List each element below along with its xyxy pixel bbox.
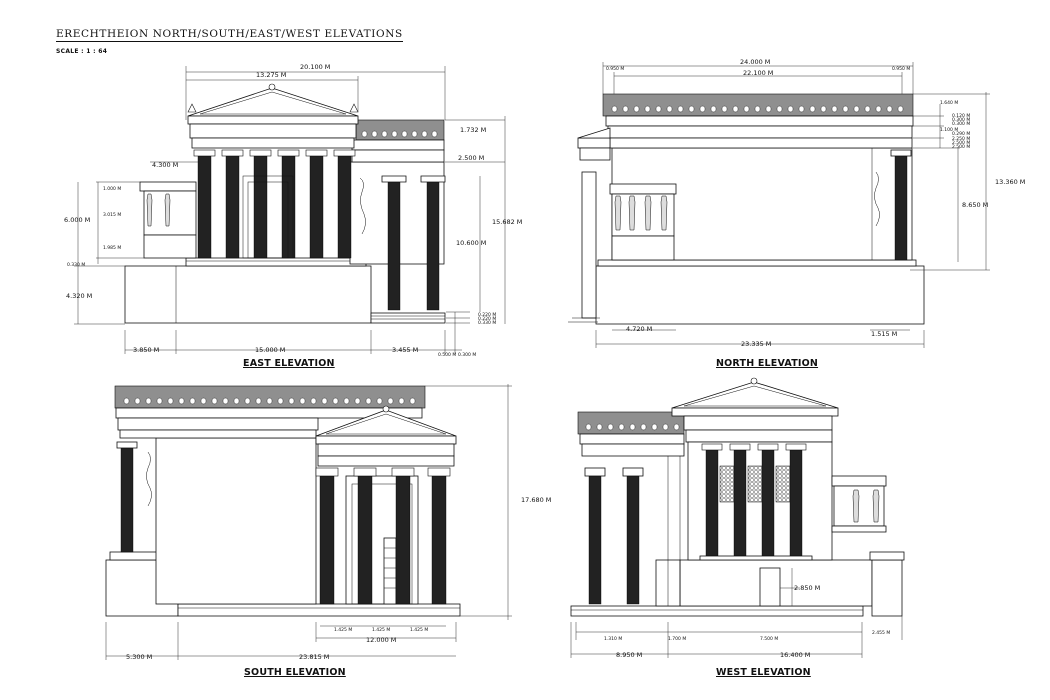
west-elevation: 2.850 M 1.310 M 1.700 M 7.500 M 2.455 M … [570,377,905,659]
sheet-header: ERECHTHEION NORTH/SOUTH/EAST/WEST ELEVAT… [56,22,403,55]
north-elevation: 24.000 M 22.100 M 0.950 M 0.950 M 1.640 … [568,58,1025,348]
east-elevation-label: EAST ELEVATION [243,358,335,369]
west-dim-2850: 2.850 M [794,584,820,592]
east-dim-1732: 1.732 M [460,126,486,134]
south-dim-5300: 5.300 M [126,653,152,661]
north-dim-left-small: 0.950 M [606,66,624,72]
east-caryatid-porch [143,190,197,236]
west-columns [705,449,803,557]
east-stylobate [185,257,367,267]
east-dim-portico: 13.275 M [256,71,286,79]
west-dim-7500: 7.500 M [760,636,778,642]
south-dim-12000: 12.000 M [366,636,396,644]
north-dim-13360: 13.360 M [995,178,1025,186]
east-dim-total: 20.100 M [300,63,330,71]
south-dim-1425c: 1.425 M [410,627,428,633]
west-side-roof [577,411,685,435]
east-dim-1000: 1.000 M [103,186,121,192]
south-elevation: 17.680 M 1.425 M 1.425 M 1.425 M 12.000 … [105,384,551,661]
north-dim-2500b: 2.500 M [952,144,970,150]
north-dim-0120: 0.120 M [952,113,970,119]
east-dim-3015: 3.015 M [103,212,121,218]
north-dim-8650: 8.650 M [962,201,988,209]
west-dim-8950: 8.950 M [616,651,642,659]
north-dim-4720: 4.720 M [626,325,652,333]
east-dim-0330s: 0.330 M [478,320,496,326]
north-dim-2250: 2.250 M [952,136,970,142]
east-dim-0220b: 0.220 M [478,316,496,322]
east-dim-0330: 0.330 M [67,262,85,268]
east-dim-10600: 10.600 M [456,239,486,247]
west-dim-1310: 1.310 M [604,636,622,642]
east-dim-3455: 3.455 M [392,346,418,354]
south-dim-23815: 23.815 M [299,653,329,661]
north-base [595,265,925,325]
east-base [124,265,372,324]
west-door [759,567,781,607]
east-dim-4320: 4.320 M [66,292,92,300]
west-elevation-label: WEST ELEVATION [716,667,811,678]
south-base [177,603,461,617]
east-dim-15682: 15.682 M [492,218,522,226]
west-dim-2455: 2.455 M [872,630,890,636]
east-dim-0300: 0.300 M [458,352,476,358]
east-dim-0500: 0.500 M [438,352,456,358]
sheet-title: ERECHTHEION NORTH/SOUTH/EAST/WEST ELEVAT… [56,28,403,42]
north-dim-0300b: 0.300 M [952,121,970,127]
north-dim-0300a: 0.300 M [952,117,970,123]
east-caryatid-podium [143,234,197,259]
west-pediment [671,381,839,409]
north-dim-right-small: 0.950 M [892,66,910,72]
east-dim-3850: 3.850 M [133,346,159,354]
south-dim-1425b: 1.425 M [372,627,390,633]
scale-note: SCALE : 1 : 64 [56,48,108,55]
west-dim-1700: 1.700 M [668,636,686,642]
north-elevation-label: NORTH ELEVATION [716,358,819,369]
north-roof [602,93,914,117]
north-dim-0290: 0.290 M [952,131,970,137]
east-dim-2500: 2.500 M [458,154,484,162]
north-dim-1100: 1.100 M [940,127,958,133]
south-elevation-label: SOUTH ELEVATION [244,667,346,678]
west-base [570,605,864,617]
east-steps [370,312,446,324]
east-dim-0220a: 0.220 M [478,312,496,318]
east-columns [197,155,352,259]
east-dim-4300: 4.300 M [152,161,178,169]
east-elevation: 20.100 M 13.275 M 4.300 M 1.000 M 3.015 … [64,63,522,358]
north-dim-2500a: 2.500 M [952,140,970,146]
east-dim-6000: 6.000 M [64,216,90,224]
north-dim-1640: 1.640 M [940,100,958,106]
east-side-roof [355,119,445,141]
east-dim-15000: 15.000 M [255,346,285,354]
south-dim-1425a: 1.425 M [334,627,352,633]
south-roof [114,385,426,409]
north-dim-1515: 1.515 M [871,330,897,338]
north-dim-23335: 23.335 M [741,340,771,348]
north-dim-inner: 22.100 M [743,69,773,77]
south-dim-17680: 17.680 M [521,496,551,504]
east-dim-1985: 1.985 M [103,245,121,251]
west-dim-16400: 16.400 M [780,651,810,659]
east-caryatid-entablature [139,181,197,192]
south-cella-wall [155,437,317,605]
north-dim-total: 24.000 M [740,58,770,66]
